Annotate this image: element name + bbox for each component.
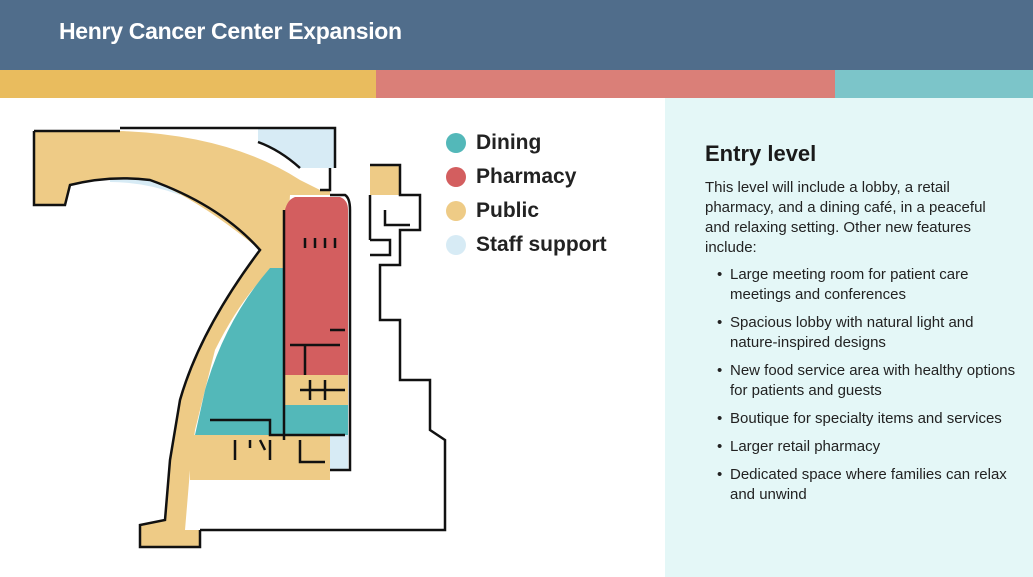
legend-label-public: Public <box>476 199 540 222</box>
staff-support-bottom <box>330 435 348 470</box>
pharmacy-area <box>284 197 348 375</box>
floor-plan-areas <box>34 128 400 547</box>
bullet-icon: • <box>717 438 723 455</box>
legend-label-dining: Dining <box>476 131 542 154</box>
floor-plan-walls <box>32 126 447 549</box>
legend-item-pharmacy: Pharmacy <box>446 160 607 194</box>
legend-item-dining: Dining <box>446 126 607 160</box>
bullet-icon: • <box>717 466 723 483</box>
feature-item: • Large meeting room for patient care mee… <box>717 265 1017 305</box>
feature-text: Dedicated space where families can relax… <box>730 466 1007 503</box>
stripe-teal <box>835 70 1033 98</box>
stripe-red <box>376 70 835 98</box>
stripe-yellow <box>0 70 376 98</box>
legend-item-public: Public <box>446 194 607 228</box>
feature-item: • Spacious lobby with natural light and n… <box>717 313 1017 353</box>
bullet-icon: • <box>717 314 723 331</box>
header-bar: Henry Cancer Center Expansion <box>0 0 1033 70</box>
bullet-icon: • <box>717 362 723 379</box>
feature-item: • Boutique for specialty items and servic… <box>717 409 1017 429</box>
public-right-top <box>370 165 400 195</box>
panel-intro: This level will include a lobby, a retai… <box>705 179 986 256</box>
bullet-icon: • <box>717 410 723 427</box>
legend-dot-dining <box>446 133 466 153</box>
feature-text: Spacious lobby with natural light and na… <box>730 314 974 351</box>
legend: Dining Pharmacy Public Staff support <box>446 126 607 262</box>
feature-text: Larger retail pharmacy <box>730 438 881 455</box>
dining-area <box>195 268 348 435</box>
feature-text: Large meeting room for patient care meet… <box>730 266 969 303</box>
legend-dot-staff-support <box>446 235 466 255</box>
legend-dot-pharmacy <box>446 167 466 187</box>
feature-list: • Large meeting room for patient care mee… <box>717 265 1017 513</box>
staff-support-top <box>258 128 335 168</box>
bullet-icon: • <box>717 266 723 283</box>
legend-item-staff-support: Staff support <box>446 228 607 262</box>
legend-label-staff-support: Staff support <box>476 233 607 256</box>
public-lobby <box>34 131 330 547</box>
feature-text: Boutique for specialty items and service… <box>730 410 1002 427</box>
floor-plan-map <box>32 126 447 549</box>
legend-dot-public <box>446 201 466 221</box>
feature-item: • Dedicated space where families can rela… <box>717 465 1017 505</box>
panel-title: Entry level <box>705 141 817 166</box>
legend-label-pharmacy: Pharmacy <box>476 165 577 188</box>
feature-item: • New food service area with healthy opti… <box>717 361 1017 401</box>
feature-text: New food service area with healthy optio… <box>730 362 1016 399</box>
page-title: Henry Cancer Center Expansion <box>59 18 402 44</box>
info-panel: Entry level This level will include a lo… <box>665 98 1033 577</box>
feature-item: • Larger retail pharmacy <box>717 437 1017 457</box>
